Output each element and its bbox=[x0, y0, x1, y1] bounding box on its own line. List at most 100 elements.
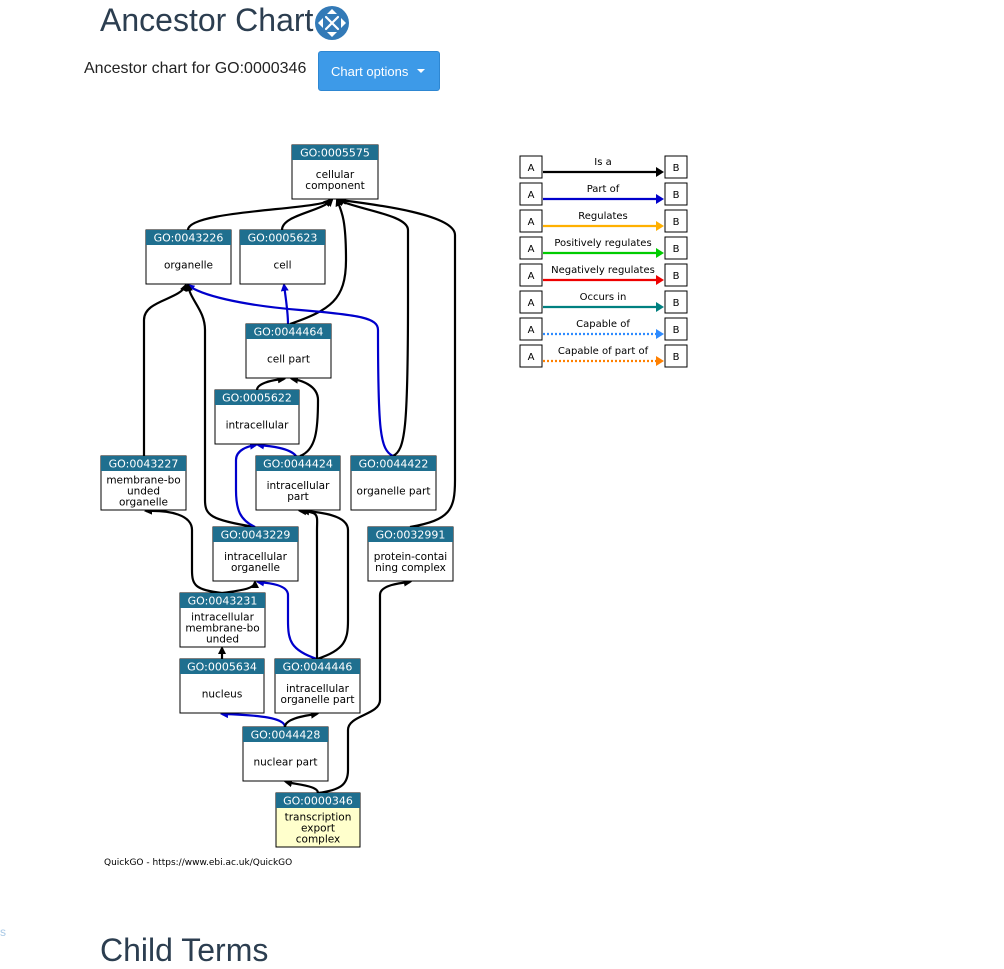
legend-box-b bbox=[664, 317, 688, 341]
node-id: GO:0043227 bbox=[109, 458, 179, 471]
edge-is-a bbox=[280, 198, 334, 231]
legend-label: Occurs in bbox=[580, 292, 627, 303]
edge-part-of bbox=[256, 441, 297, 457]
node-id: GO:0032991 bbox=[376, 529, 446, 542]
node-label: membrane-bo bbox=[106, 475, 180, 487]
legend-box-a bbox=[519, 209, 543, 233]
legend-b-label: B bbox=[673, 352, 680, 363]
node-id: GO:0043226 bbox=[154, 232, 224, 245]
edge-is-a bbox=[317, 578, 412, 795]
legend-b-label: B bbox=[673, 271, 680, 282]
legend-arrowhead bbox=[656, 248, 664, 258]
node-header bbox=[180, 593, 265, 608]
legend-box-b bbox=[664, 344, 688, 368]
legend-arrowhead bbox=[656, 329, 664, 339]
node-id: GO:0005634 bbox=[187, 661, 257, 674]
edge-part-of bbox=[256, 578, 318, 661]
node-label: cell part bbox=[267, 354, 310, 366]
legend-b-label: B bbox=[673, 217, 680, 228]
legend-b-label: B bbox=[673, 190, 680, 201]
legend-arrowhead bbox=[656, 356, 664, 366]
node-id: GO:0043231 bbox=[188, 595, 258, 608]
legend-b-label: B bbox=[673, 325, 680, 336]
caret-down-icon bbox=[417, 69, 425, 73]
legend-b-label: B bbox=[673, 163, 680, 174]
legend-b-label: B bbox=[673, 244, 680, 255]
node-id: GO:0000346 bbox=[283, 795, 353, 808]
chart-credit: QuickGO - https://www.ebi.ac.uk/QuickGO bbox=[104, 858, 292, 868]
edge-is-a bbox=[184, 283, 256, 529]
legend-arrowhead bbox=[656, 167, 664, 177]
expand-arrows-icon[interactable] bbox=[315, 6, 349, 40]
edge-is-a bbox=[290, 375, 320, 458]
go-term-node[interactable]: GO:0005622 intracellular bbox=[214, 389, 300, 445]
node-header bbox=[240, 230, 325, 245]
node-header bbox=[292, 145, 378, 160]
node-id: GO:0044428 bbox=[251, 729, 321, 742]
legend-a-label: A bbox=[528, 271, 535, 282]
ancestor-chart: GO:0005575cellularcomponentGO:0043226org… bbox=[100, 144, 688, 868]
legend-label: Capable of part of bbox=[558, 346, 649, 357]
node-label: complex bbox=[296, 834, 341, 846]
node-label: export bbox=[301, 823, 335, 835]
node-id: GO:0005622 bbox=[222, 392, 292, 405]
node-header bbox=[351, 456, 436, 471]
legend-box-b bbox=[664, 290, 688, 314]
node-header bbox=[368, 527, 453, 542]
node-label: intracellular bbox=[224, 551, 288, 563]
stray-text: s bbox=[0, 925, 6, 939]
legend-label: Regulates bbox=[578, 211, 628, 222]
legend-box-b bbox=[664, 236, 688, 260]
legend-a-label: A bbox=[528, 298, 535, 309]
node-label: intracellular bbox=[226, 420, 290, 432]
edge-is-a bbox=[144, 506, 223, 595]
node-id: GO:0044446 bbox=[283, 661, 353, 674]
node-label: unded bbox=[127, 486, 160, 498]
edge-is-a bbox=[284, 779, 320, 794]
edge-is-a bbox=[283, 710, 319, 728]
chart-subtitle: Ancestor chart for GO:0000346 bbox=[84, 60, 307, 77]
edge-is-a bbox=[338, 196, 457, 529]
child-terms-title: Child Terms bbox=[100, 932, 269, 968]
legend-arrowhead bbox=[656, 221, 664, 231]
node-id: GO:0044464 bbox=[254, 326, 324, 339]
node-id: GO:0043229 bbox=[221, 529, 291, 542]
go-term-node[interactable]: GO:0044464 cell part bbox=[245, 323, 332, 379]
edges-layer bbox=[142, 196, 457, 795]
node-label: intracellular bbox=[191, 612, 255, 624]
node-label: protein-contai bbox=[374, 551, 447, 563]
node-label: intracellular bbox=[286, 683, 350, 695]
node-label: intracellular bbox=[267, 480, 331, 492]
edge-part-of bbox=[234, 441, 258, 528]
legend-arrowhead bbox=[656, 194, 664, 204]
node-label: organelle part bbox=[357, 486, 431, 498]
edge-is-a bbox=[298, 507, 319, 659]
node-label: part bbox=[287, 491, 309, 503]
node-header bbox=[246, 324, 331, 339]
legend-label: Negatively regulates bbox=[551, 265, 655, 276]
legend-label: Positively regulates bbox=[554, 238, 651, 249]
legend-a-label: A bbox=[528, 352, 535, 363]
nodes-layer: GO:0005575cellularcomponentGO:0043226org… bbox=[100, 144, 454, 848]
edge-is-a bbox=[336, 198, 410, 457]
legend-arrowhead bbox=[656, 302, 664, 312]
chart-options-button[interactable]: Chart options bbox=[318, 51, 440, 91]
legend-a-label: A bbox=[528, 163, 535, 174]
